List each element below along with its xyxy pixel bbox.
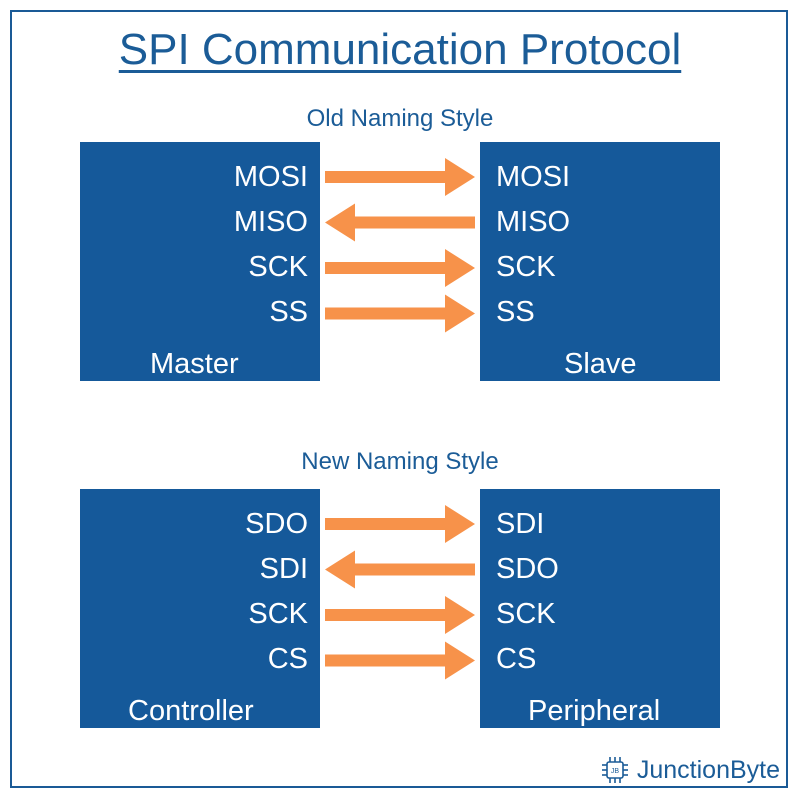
peripheral-role-label: Peripheral <box>528 695 661 727</box>
arrow-right-section1-row4 <box>325 294 475 333</box>
controller-block: SDO SDI SCK CS Controller <box>80 489 320 728</box>
peripheral-signal-2: SDO <box>496 553 559 585</box>
peripheral-signal-3: SCK <box>496 598 556 630</box>
section-heading-new: New Naming Style <box>301 448 499 475</box>
controller-signal-4: CS <box>267 643 308 675</box>
peripheral-signal-4: CS <box>496 643 537 675</box>
slave-signal-1: MOSI <box>496 161 571 193</box>
slave-block: MOSI MISO SCK SS Slave <box>480 142 720 381</box>
title-text: SPI Communication Protocol <box>118 25 682 74</box>
arrow-right-section2-row3 <box>325 596 475 634</box>
controller-role-label: Controller <box>128 695 254 727</box>
master-role-label: Master <box>150 348 239 380</box>
master-block: MOSI MISO SCK SS Master <box>80 142 320 381</box>
master-signal-3: SCK <box>248 251 308 283</box>
section-heading-old: Old Naming Style <box>306 105 494 132</box>
slave-role-label: Slave <box>564 348 637 380</box>
arrow-left-section1-row2 <box>325 203 475 242</box>
master-signal-2: MISO <box>233 206 308 238</box>
arrow-right-section2-row1 <box>325 505 475 543</box>
diagram-frame <box>10 10 788 788</box>
logo-text: JunctionByte <box>636 756 780 784</box>
logo-badge: JB <box>611 768 620 775</box>
slave-signal-4: SS <box>496 296 535 328</box>
slave-signal-3: SCK <box>496 251 556 283</box>
logo: JB JunctionByte <box>599 754 780 786</box>
controller-signal-1: SDO <box>245 508 308 540</box>
arrow-right-section1-row3 <box>325 249 475 287</box>
chip-icon: JB <box>601 757 628 783</box>
arrow-right-section2-row4 <box>325 641 475 680</box>
page-title: SPI Communication Protocol <box>0 22 800 78</box>
controller-signal-2: SDI <box>259 553 308 585</box>
arrow-left-section2-row2 <box>325 550 475 589</box>
slave-signal-2: MISO <box>496 206 571 238</box>
controller-signal-3: SCK <box>248 598 308 630</box>
arrow-right-section1-row1 <box>325 158 475 196</box>
peripheral-block: SDI SDO SCK CS Peripheral <box>480 489 720 728</box>
peripheral-signal-1: SDI <box>496 508 545 540</box>
master-signal-4: SS <box>269 296 308 328</box>
master-signal-1: MOSI <box>233 161 308 193</box>
